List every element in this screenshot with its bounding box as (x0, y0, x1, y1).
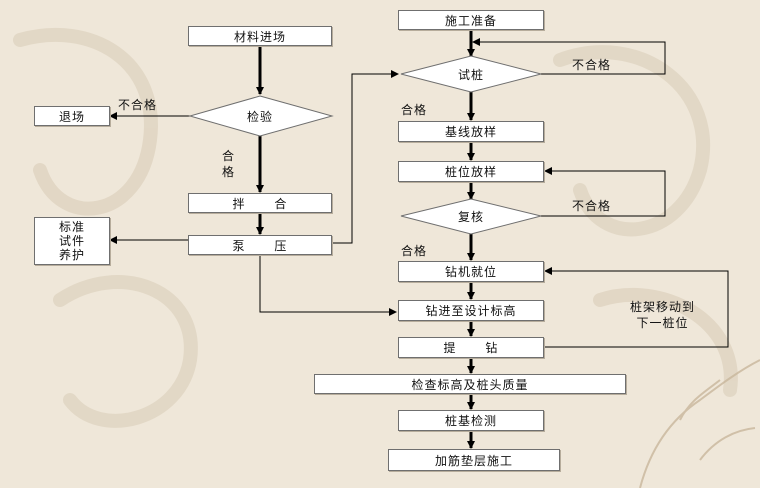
loop-move-rig (544, 267, 729, 348)
specimen-curing-box: 标准 试件 养护 (34, 217, 110, 265)
loop-recheck-unqualified (541, 167, 666, 217)
pile-position-box: 桩位放样 (398, 161, 544, 182)
foundation-test-box: 桩基检测 (398, 410, 544, 431)
loop-test-pile-unqualified (472, 38, 666, 75)
label-unqualified-test-pile: 不合格 (572, 58, 612, 72)
label-unqualified-recheck: 不合格 (572, 199, 612, 213)
rig-position-box: 钻机就位 (398, 261, 544, 282)
cushion-box: 加筋垫层施工 (388, 449, 560, 471)
check-elevation-box: 检查标高及桩头质量 (314, 374, 626, 394)
drill-to-elevation-box: 钻进至设计标高 (398, 300, 544, 321)
label-qualified-inspect: 合 格 (222, 149, 236, 179)
inspect-diamond: 检验 (246, 109, 273, 124)
label-qualified-test-pile: 合格 (401, 103, 428, 117)
test-pile-diamond: 试桩 (457, 67, 484, 82)
label-qualified-recheck: 合格 (401, 244, 428, 258)
arrow-pump-to-drill (259, 254, 397, 316)
lift-drill-box: 提 钻 (398, 337, 544, 358)
arrow-pump-to-test-pile (332, 70, 399, 244)
mix-box: 拌 合 (188, 193, 332, 213)
recheck-diamond: 复核 (457, 209, 484, 224)
pump-box: 泵 压 (188, 235, 332, 255)
label-move-rig: 桩架移动到 下一桩位 (630, 300, 696, 330)
prep-box: 施工准备 (398, 10, 544, 30)
exit-box: 退场 (34, 106, 110, 126)
label-unqualified-inspect: 不合格 (118, 98, 158, 112)
baseline-box: 基线放样 (398, 121, 544, 142)
material-entry-box: 材料进场 (188, 26, 332, 46)
